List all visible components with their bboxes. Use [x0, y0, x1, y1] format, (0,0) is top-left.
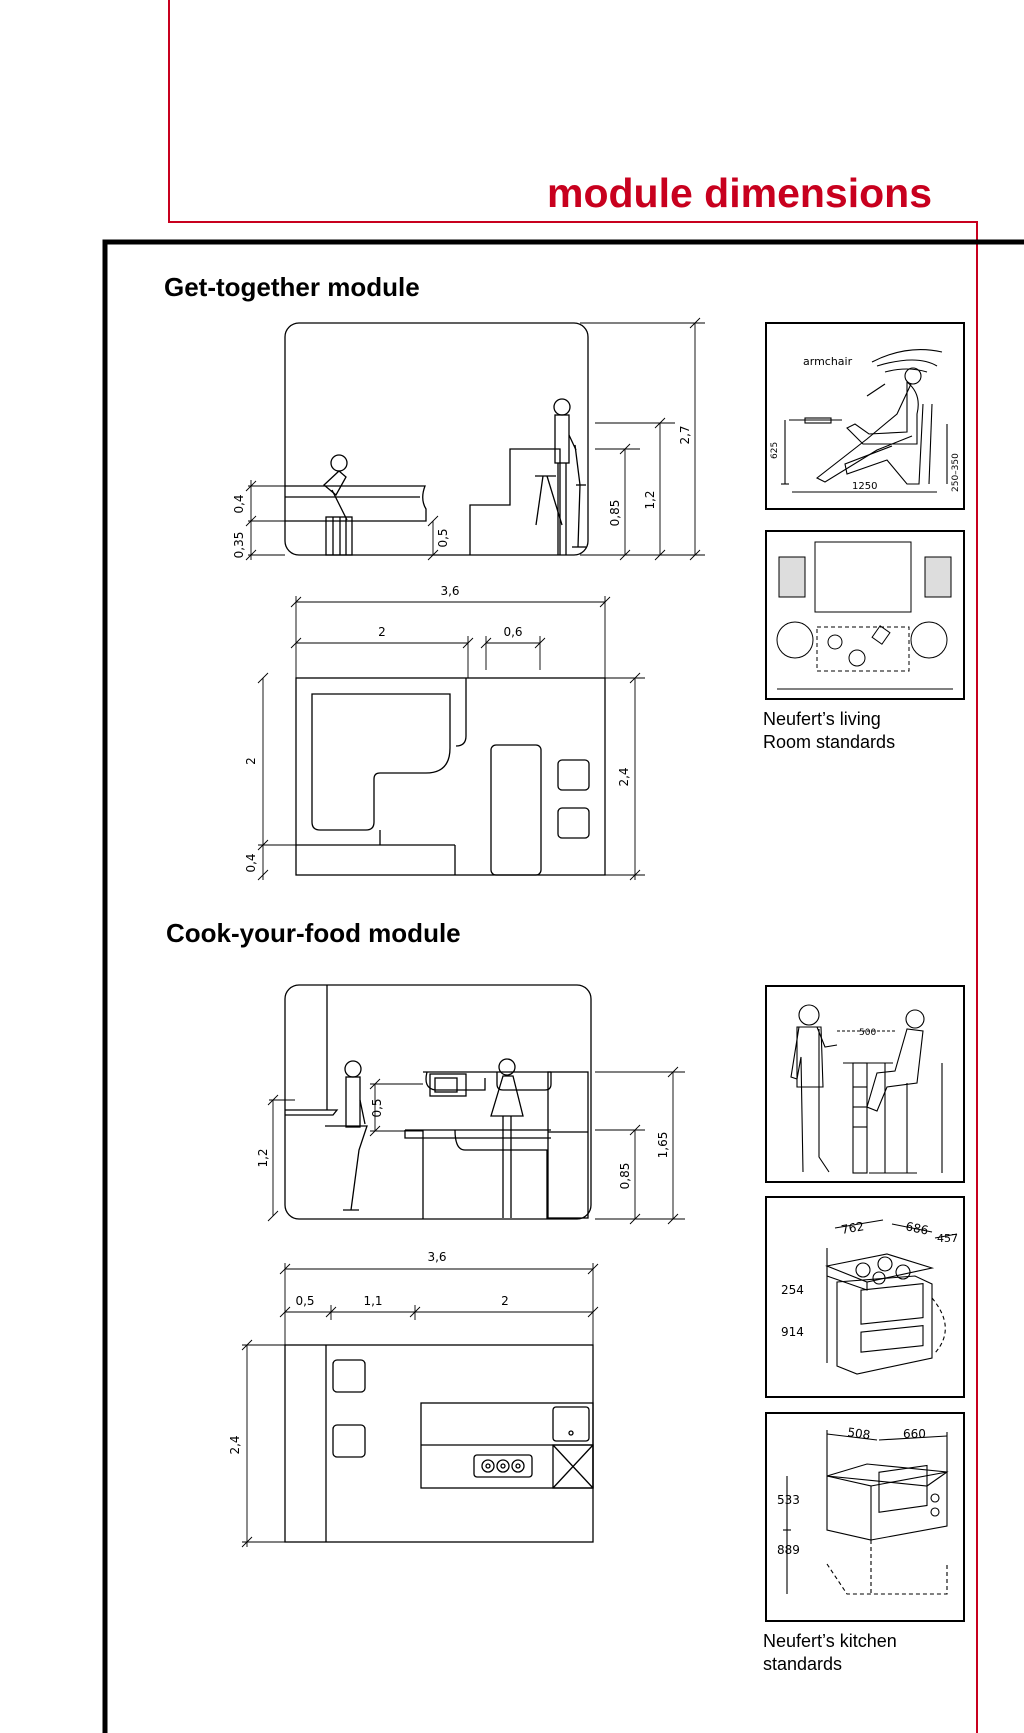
- armchair-reference-image: armchair 625 1250 250–350: [765, 322, 965, 510]
- dim-label: 1,1: [363, 1294, 382, 1308]
- get-together-plan: 3,6 2 0,6 2 0,4 2,4: [244, 584, 645, 881]
- get-together-elevation: 0,35 0,4 0,5 0,85 1,2 2,7: [232, 317, 705, 561]
- dim-label: 0,6: [503, 625, 522, 639]
- dim-label: 500: [859, 1028, 876, 1038]
- bar-counter-reference-image: 500: [765, 985, 965, 1183]
- dim-label: 0,35: [232, 532, 246, 559]
- dim-label: 625: [770, 442, 780, 459]
- dim-label: 457: [937, 1232, 958, 1245]
- caption-line: Neufert’s kitchen: [763, 1631, 897, 1651]
- get-together-heading: Get-together module: [164, 272, 420, 302]
- page-title: module dimensions: [547, 170, 932, 216]
- caption-line: Neufert’s living: [763, 709, 881, 729]
- cook-your-food-elevation: 0,5 1,2 0,85 1,65: [256, 984, 685, 1225]
- dim-label: 1,2: [643, 490, 657, 509]
- armchair-label: armchair: [803, 355, 853, 368]
- dim-label: 914: [781, 1325, 804, 1339]
- dim-label: 1250: [852, 481, 877, 492]
- caption-line: Room standards: [763, 732, 896, 752]
- dim-label: 660: [903, 1427, 926, 1441]
- living-room-caption: Neufert’s living Room standards: [763, 708, 895, 754]
- dim-label: 1,2: [256, 1148, 270, 1167]
- dim-label: 2: [501, 1294, 509, 1308]
- stove-reference-image: 762 686 457 254 914: [765, 1196, 965, 1398]
- dim-label: 2,7: [678, 425, 692, 444]
- dim-label: 0,5: [436, 528, 450, 547]
- dim-label: 254: [781, 1283, 804, 1297]
- dim-label: 250–350: [951, 453, 961, 492]
- dim-label: 762: [840, 1219, 865, 1237]
- dim-label: 0,4: [232, 494, 246, 513]
- living-room-plan-reference-image: [765, 530, 965, 700]
- dim-label: 2: [244, 757, 258, 765]
- dim-label: 0,85: [608, 500, 622, 527]
- dim-label: 0,5: [370, 1098, 384, 1117]
- dim-label: 0,85: [618, 1163, 632, 1190]
- dim-label: 508: [847, 1425, 872, 1442]
- microwave-reference-image: 508 660 533 889: [765, 1412, 965, 1622]
- dim-label: 2,4: [617, 767, 631, 786]
- dim-label: 889: [777, 1543, 800, 1557]
- kitchen-caption: Neufert’s kitchen standards: [763, 1630, 897, 1676]
- dim-label: 533: [777, 1493, 800, 1507]
- dim-label: 1,65: [656, 1132, 670, 1159]
- caption-line: standards: [763, 1654, 843, 1674]
- dim-label: 2: [378, 625, 386, 639]
- dim-label: 3,6: [440, 584, 459, 598]
- cook-your-food-heading: Cook-your-food module: [166, 918, 461, 948]
- dim-label: 686: [904, 1219, 929, 1237]
- dim-label: 2,4: [228, 1435, 242, 1454]
- dim-label: 0,4: [244, 853, 258, 872]
- cook-your-food-plan: 3,6 0,5 1,1 2 2,4: [228, 1250, 599, 1548]
- dim-label: 0,5: [295, 1294, 314, 1308]
- dim-label: 3,6: [427, 1250, 446, 1264]
